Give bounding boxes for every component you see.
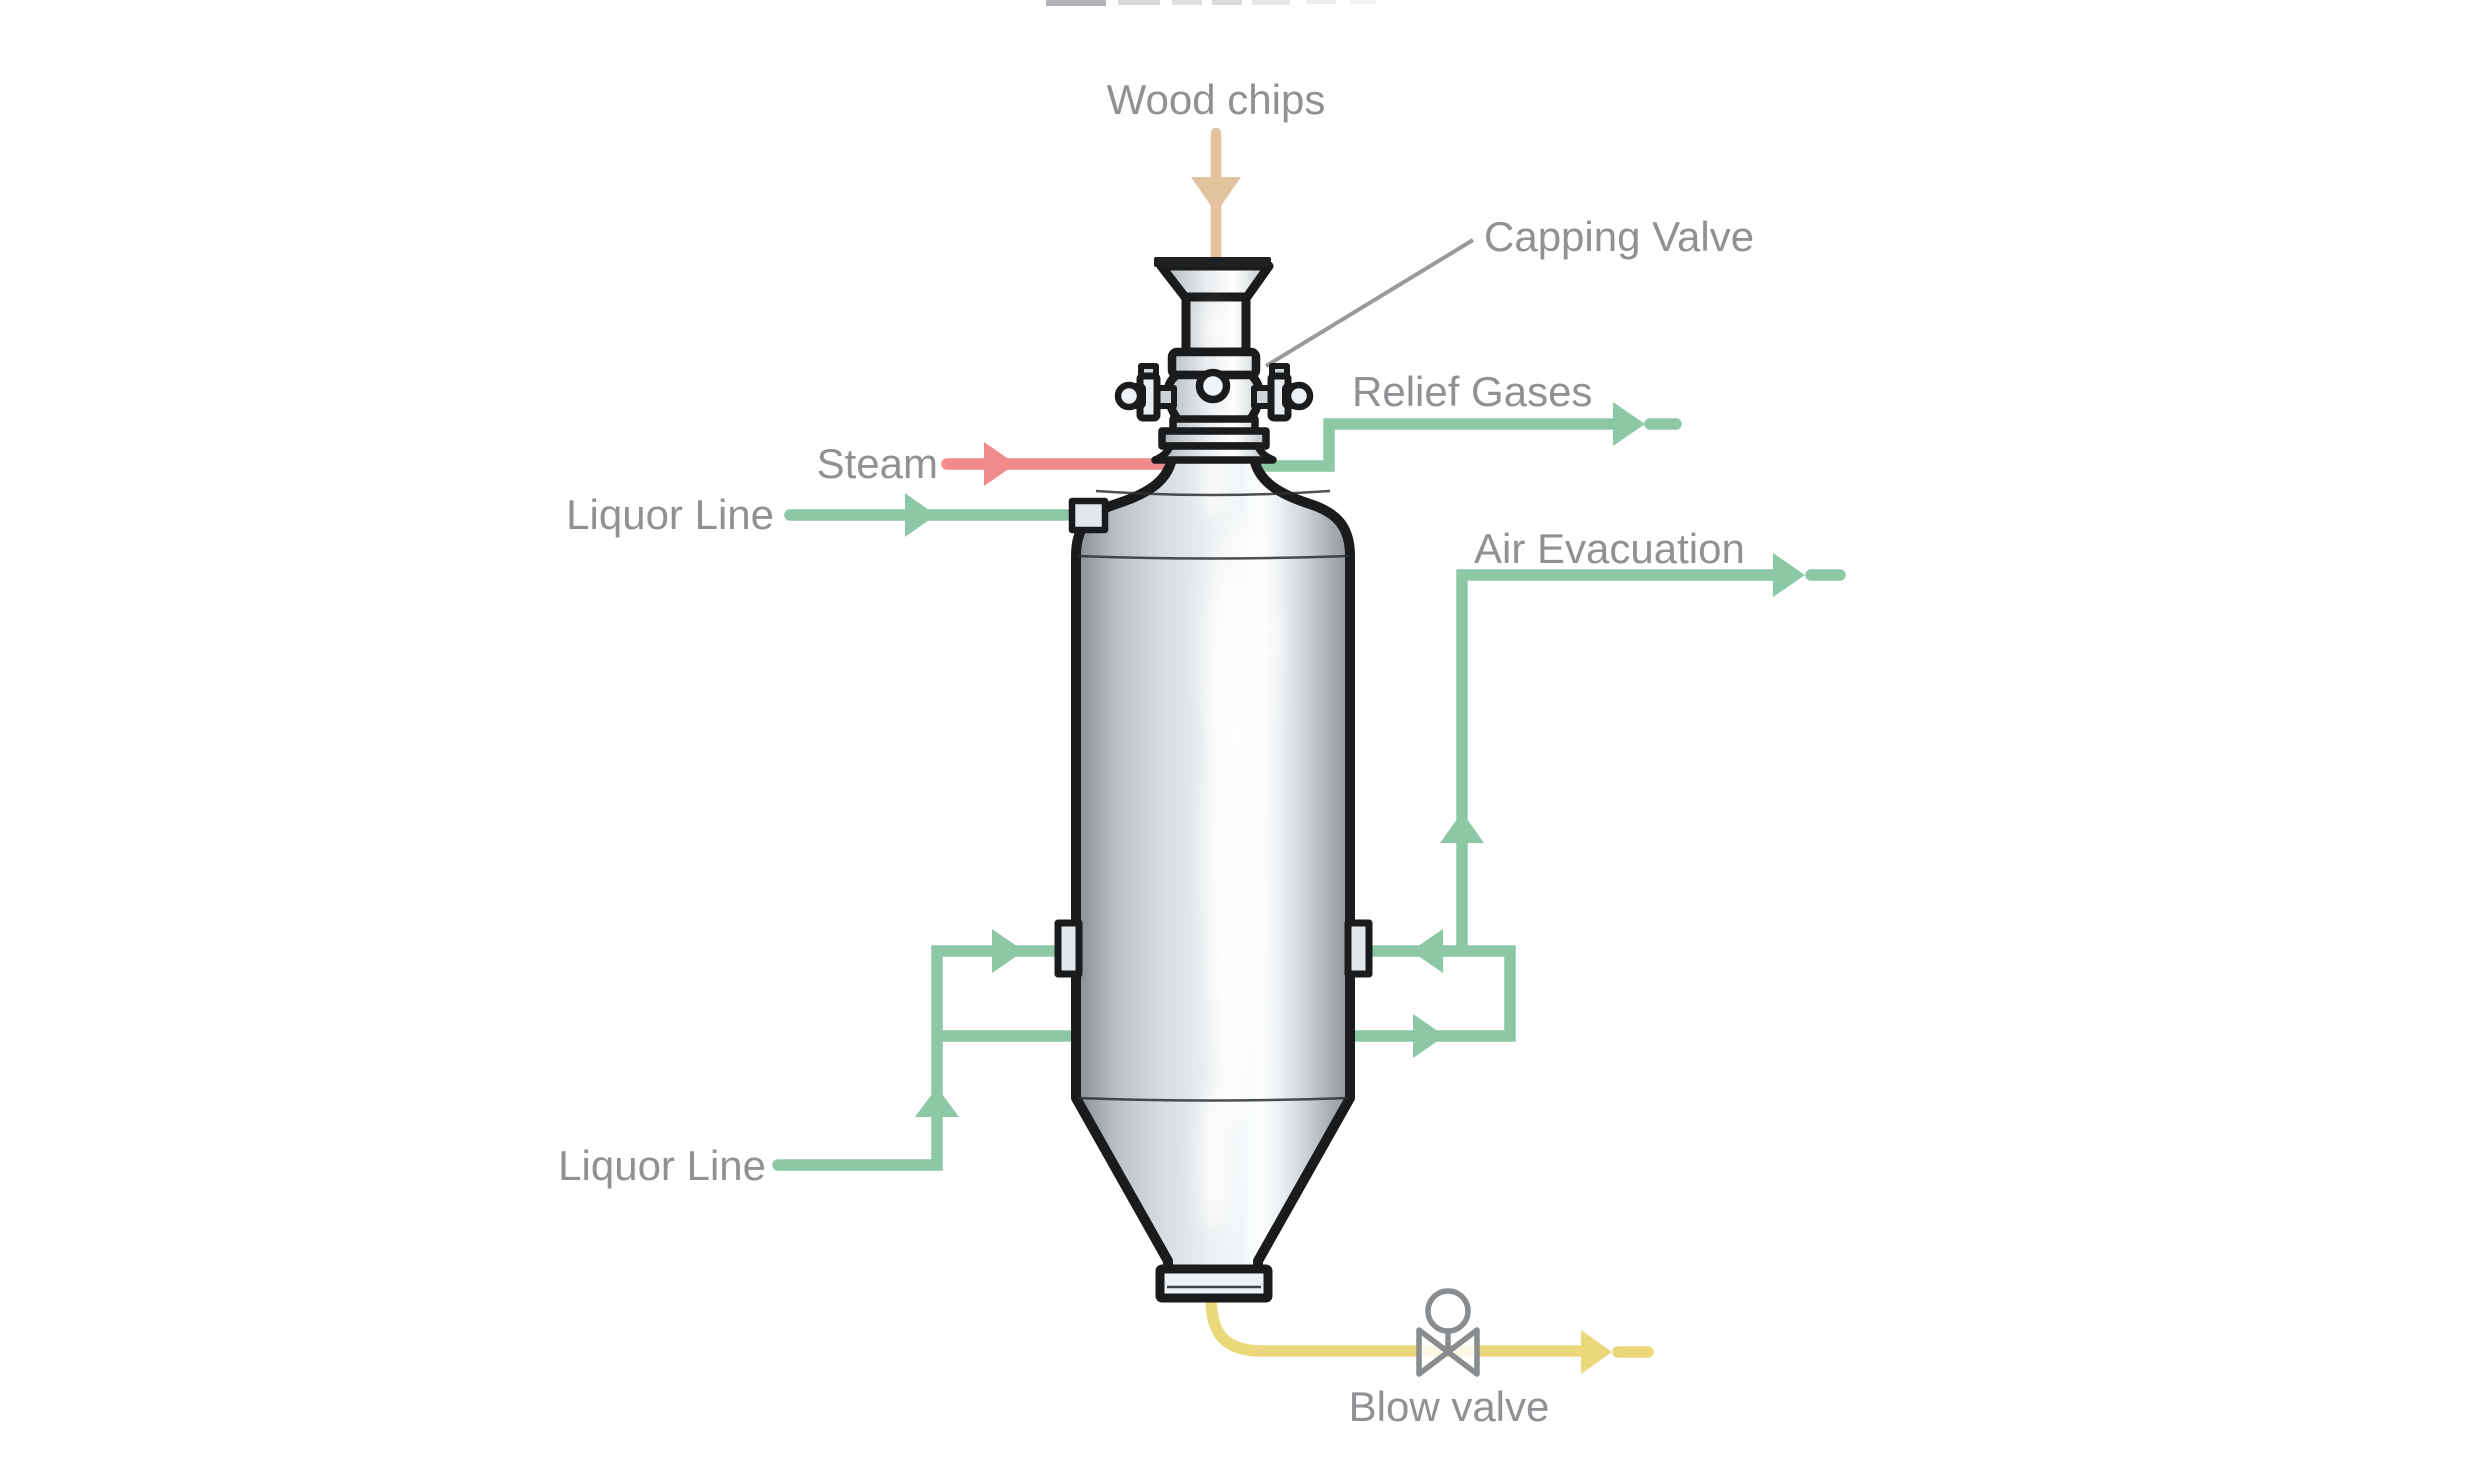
label-liquor-line-top: Liquor Line [566, 491, 774, 538]
neck-highlight [1206, 308, 1222, 352]
relief-gases-arrowhead-icon [1613, 402, 1645, 446]
blow-line-arrowhead-icon [1581, 1330, 1612, 1374]
relief-gases-line [1256, 418, 1613, 472]
left-circulation-pipe [772, 929, 1076, 1171]
chip-funnel [1154, 257, 1274, 357]
artifact-strip [1212, 0, 1242, 5]
capping-valve-leader-line [1264, 238, 1475, 368]
right-lower-arrowhead-icon [1413, 1014, 1445, 1058]
air-evacuation-line [1456, 569, 1773, 951]
cone-highlight [1200, 1085, 1228, 1235]
valve-bowtie-right-icon [1445, 1327, 1480, 1377]
right-mid-nozzle [1344, 919, 1373, 978]
artifact-strip [1306, 0, 1336, 4]
relief-gases-pipe [1256, 402, 1682, 472]
funnel-rim [1154, 257, 1271, 267]
upper-body-seam [1076, 554, 1350, 560]
left-circulation-line [772, 945, 1068, 1171]
blow-valve-symbol [1416, 1288, 1480, 1377]
capping-valve-clamp-right [1251, 363, 1314, 422]
right-upper-arrowhead-icon [1411, 929, 1443, 973]
valve-bowtie-left-icon [1416, 1327, 1451, 1377]
artifact-strip [1118, 0, 1160, 5]
bottom-flange-plate [1155, 1264, 1273, 1303]
left-mid-nozzle [1054, 919, 1083, 978]
capping-valve-clamp-left [1114, 363, 1177, 422]
right-circulation-pipe [1352, 929, 1516, 1058]
capping-valve-knob-icon [1195, 368, 1231, 404]
blow-line [1205, 1296, 1581, 1357]
label-liquor-line-bottom: Liquor Line [558, 1142, 766, 1189]
label-capping-valve: Capping Valve [1484, 213, 1755, 260]
label-wood-chips: Wood chips [1106, 76, 1326, 123]
capping-valve-assembly [1114, 347, 1314, 464]
bottom-flange [1155, 1264, 1273, 1303]
funnel-walls [1156, 261, 1274, 302]
artifact-strip [1046, 0, 1106, 6]
label-blow-valve: Blow valve [1348, 1383, 1550, 1430]
air-evacuation-up-arrowhead-icon [1440, 812, 1484, 843]
liquor-line-bottom-up-arrowhead-icon [915, 1087, 959, 1117]
shoulder-seam [1095, 489, 1331, 497]
clamp-knob-icon [1284, 381, 1314, 411]
label-steam: Steam [816, 440, 938, 487]
body-highlight-soft [1200, 520, 1280, 760]
vessel-highlights [1200, 440, 1280, 1235]
cone-seam [1077, 1096, 1349, 1102]
digester-vessel [1054, 257, 1373, 1303]
cropped-top-artifact [1046, 0, 1376, 6]
wood-chips-arrow [1191, 127, 1241, 264]
liquor-line-top-arrowhead-icon [905, 493, 936, 537]
liquor-line-top-pipe [784, 493, 1082, 537]
clamp-knob-icon [1114, 381, 1144, 411]
valve-actuator-icon [1425, 1288, 1471, 1334]
steam-pipe [941, 442, 1176, 486]
artifact-strip [1252, 0, 1290, 5]
label-air-evacuation: Air Evacuation [1474, 525, 1745, 572]
steam-arrowhead-icon [984, 442, 1016, 486]
artifact-strip [1350, 0, 1376, 4]
label-relief-gases: Relief Gases [1352, 368, 1593, 415]
artifact-strip [1172, 0, 1202, 5]
left-upper-arrowhead-icon [992, 929, 1024, 973]
air-evacuation-pipe [1440, 553, 1846, 951]
shoulder-nozzle [1068, 497, 1109, 534]
air-evacuation-arrowhead-icon [1773, 553, 1805, 597]
blow-line-pipe [1205, 1296, 1654, 1374]
vessel-neck-ring [1151, 442, 1277, 464]
wood-chips-arrowhead-icon [1191, 177, 1241, 213]
